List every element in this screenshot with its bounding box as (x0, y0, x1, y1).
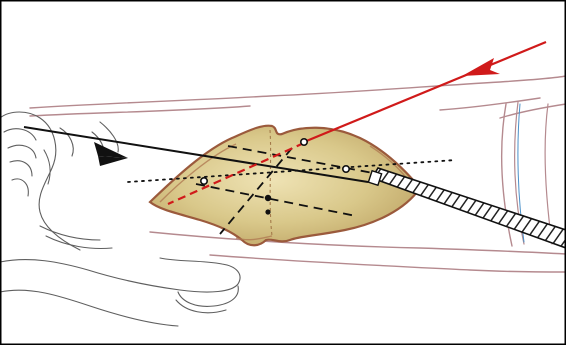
marker-red-entry (301, 139, 307, 145)
marker-right (343, 166, 349, 172)
marker-left (201, 178, 207, 184)
marker-center (266, 196, 271, 201)
marker-lower (266, 210, 270, 214)
